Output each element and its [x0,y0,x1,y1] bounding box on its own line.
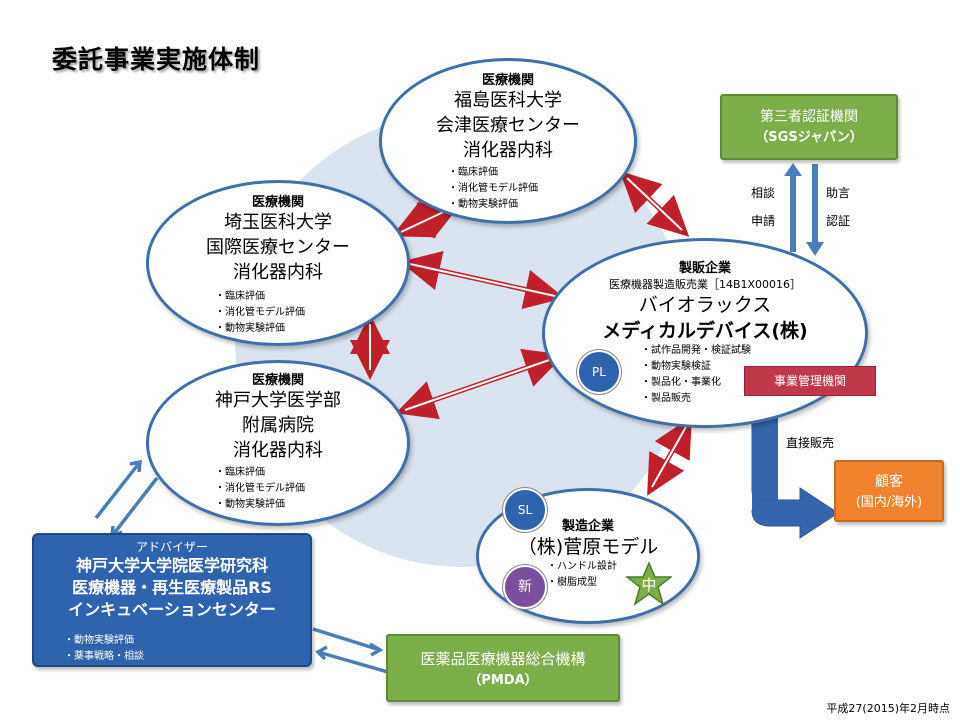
star-icon [626,562,672,606]
customer-line-2: (国内/海外) [855,495,923,510]
footer-date: 平成27(2015)年2月時点 [826,702,950,715]
saitama-name-1: 埼玉医科大学 [224,212,332,233]
arrow-kobe-advisor-down [110,476,159,538]
arrow-advisor-pmda-right [312,627,381,652]
kobe-item-1: 臨床評価 [215,465,305,481]
kobe-name-1: 神戸大学医学部 [215,390,341,411]
kobe-node: 医療機関 神戸大学医学部 附属病院 消化器内科 臨床評価 消化管モデル評価 動物… [146,360,410,526]
fukushima-node: 医療機関 福島医科大学 会津医療センター 消化器内科 臨床評価 消化管モデル評価… [379,58,637,224]
kobe-item-3: 動物実験評価 [215,497,305,513]
seihan-name-2: メディカルデバイス(株) [602,320,808,342]
advisor-item-2: 薬事戦略・相談 [64,649,144,665]
arrow-pmda-advisor-left [317,650,389,674]
seihan-caption: 製販企業 [678,261,731,276]
sgs-box: 第三者認証機関 （SGSジャパン） [720,94,898,160]
fukushima-item-2: 消化管モデル評価 [448,181,538,197]
star-badge [626,562,672,606]
sl-badge: SL [503,488,547,532]
seihan-name-1: バイオラックス [638,294,772,316]
label-apply: 申請 [751,214,776,228]
seizo-item-2: 樹脂成型 [547,575,617,591]
sgs-line-1: 第三者認証機関 [760,109,858,125]
advisor-name-1: 神戸大学大学院医学研究科 [75,556,268,575]
seihan-license: 医療機器製造販売業［14B1X00016］ [608,278,802,291]
management-org-badge: 事業管理機関 [744,366,876,396]
saitama-item-2: 消化管モデル評価 [215,305,305,321]
middle-badge-label: 中 [641,576,657,594]
advisor-caption: アドバイザー [135,540,208,554]
fukushima-name-1: 福島医科大学 [454,90,562,111]
page-title: 委託事業実施体制 [52,45,261,74]
fukushima-name-2: 会津医療センター [436,115,580,136]
saitama-caption: 医療機関 [251,195,304,210]
label-advice: 助言 [826,186,851,200]
kobe-name-3: 消化器内科 [233,440,323,461]
saitama-item-3: 動物実験評価 [215,321,305,337]
kobe-item-2: 消化管モデル評価 [215,481,305,497]
label-certify: 認証 [826,214,851,228]
saitama-name-2: 国際医療センター [206,237,350,258]
arrow-advisor-kobe-up [94,460,142,520]
arrow-up-sgs [790,174,796,252]
pmda-line-2: （PMDA） [468,673,538,688]
kobe-caption: 医療機関 [251,373,304,388]
pl-badge: PL [577,350,621,394]
seihan-item-4: 製品販売 [641,391,751,407]
advisor-name-3: インキュベーションセンター [68,600,276,619]
saitama-node: 医療機関 埼玉医科大学 国際医療センター 消化器内科 臨床評価 消化管モデル評価… [146,180,410,346]
seizo-item-1: ハンドル設計 [547,559,617,575]
saitama-item-1: 臨床評価 [215,289,305,305]
fukushima-caption: 医療機関 [481,73,534,88]
arrow-down-sgs [812,164,818,244]
fukushima-item-1: 臨床評価 [448,165,538,181]
advisor-box: アドバイザー 神戸大学大学院医学研究科 医療機器・再生医療製品RS インキュベー… [32,533,312,667]
label-consult: 相談 [751,186,776,200]
label-direct-sales: 直接販売 [786,436,835,450]
seihan-item-3: 製品化・事業化 [641,375,751,391]
advisor-item-1: 動物実験評価 [64,633,144,649]
pmda-box: 医薬品医療機器総合機構 （PMDA） [386,634,620,702]
customer-box: 顧客 (国内/海外) [834,460,944,522]
fukushima-name-3: 消化器内科 [463,140,553,161]
new-badge: 新 [503,565,547,609]
seizo-name: （株)菅原モデル [517,536,659,558]
seizo-caption: 製造企業 [561,519,614,534]
fukushima-item-3: 動物実験評価 [448,197,538,213]
seihan-item-2: 動物実験検証 [641,359,751,375]
advisor-name-2: 医療機器・再生医療製品RS [72,578,272,597]
sgs-line-2: （SGSジャパン） [755,130,863,145]
seihan-node: 製販企業 医療機器製造販売業［14B1X00016］ バイオラックス メディカル… [542,238,868,428]
pmda-line-1: 医薬品医療機器総合機構 [420,650,586,668]
kobe-name-2: 附属病院 [242,415,314,436]
seihan-item-1: 試作品開発・検証試験 [641,343,751,359]
customer-line-1: 顧客 [875,474,903,490]
saitama-name-3: 消化器内科 [233,262,323,283]
